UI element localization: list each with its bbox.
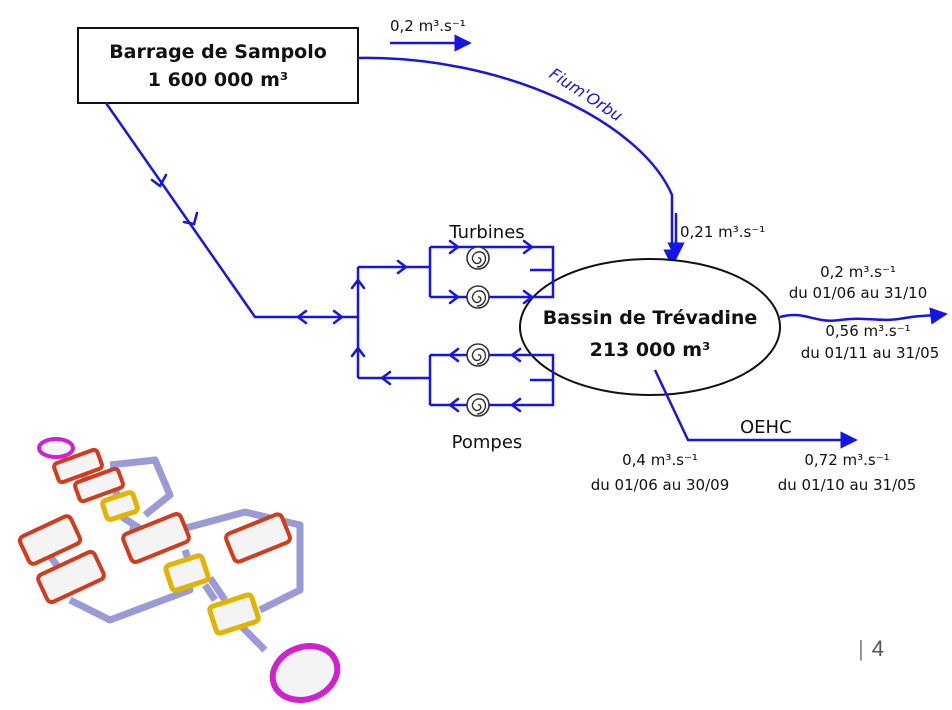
oehc-summer-rate: 0,4 m³.s⁻¹ (622, 451, 698, 469)
bassin-outflow-line (779, 307, 948, 325)
pompes-label: Pompes (452, 432, 523, 453)
out-summer-period: du 01/06 au 31/10 (789, 284, 928, 302)
river-label: Fium'Orbu (546, 64, 626, 125)
river-flow-line (357, 56, 681, 267)
page-number: |4 (858, 636, 884, 662)
turbine-spiral-2 (466, 285, 490, 309)
oehc-flow-line (653, 369, 858, 449)
barrage-outflow-label: 0,2 m³.s⁻¹ (390, 17, 466, 35)
pipe-network (104, 102, 555, 407)
barrage-volume: 1 600 000 m³ (148, 69, 289, 91)
oehc-label: OEHC (740, 417, 792, 438)
oehc-winter-rate: 0,72 m³.s⁻¹ (804, 451, 889, 469)
barrage-box: Barrage de Sampolo 1 600 000 m³ (77, 27, 359, 104)
out-summer-rate: 0,2 m³.s⁻¹ (820, 263, 896, 281)
pump-spiral-1 (466, 343, 490, 367)
pump-spiral-2 (466, 393, 490, 417)
turbine-spiral-1 (466, 246, 490, 270)
flowchart-illustration (17, 437, 341, 703)
flow-chevrons (150, 173, 535, 413)
bassin-volume: 213 000 m³ (590, 339, 711, 361)
bassin-inflow-label: 0,21 m³.s⁻¹ (680, 223, 765, 241)
bassin-ellipse: Bassin de Trévadine 213 000 m³ (519, 258, 781, 396)
page-number-value: 4 (871, 636, 884, 661)
turbines-label: Turbines (448, 222, 524, 243)
oehc-summer-period: du 01/06 au 30/09 (591, 476, 730, 494)
barrage-name: Barrage de Sampolo (109, 41, 327, 63)
out-winter-period: du 01/11 au 31/05 (801, 344, 940, 362)
oehc-winter-period: du 01/10 au 31/05 (778, 476, 917, 494)
page-number-divider: | (858, 636, 864, 661)
out-winter-rate: 0,56 m³.s⁻¹ (825, 322, 910, 340)
bassin-name: Bassin de Trévadine (543, 307, 758, 329)
